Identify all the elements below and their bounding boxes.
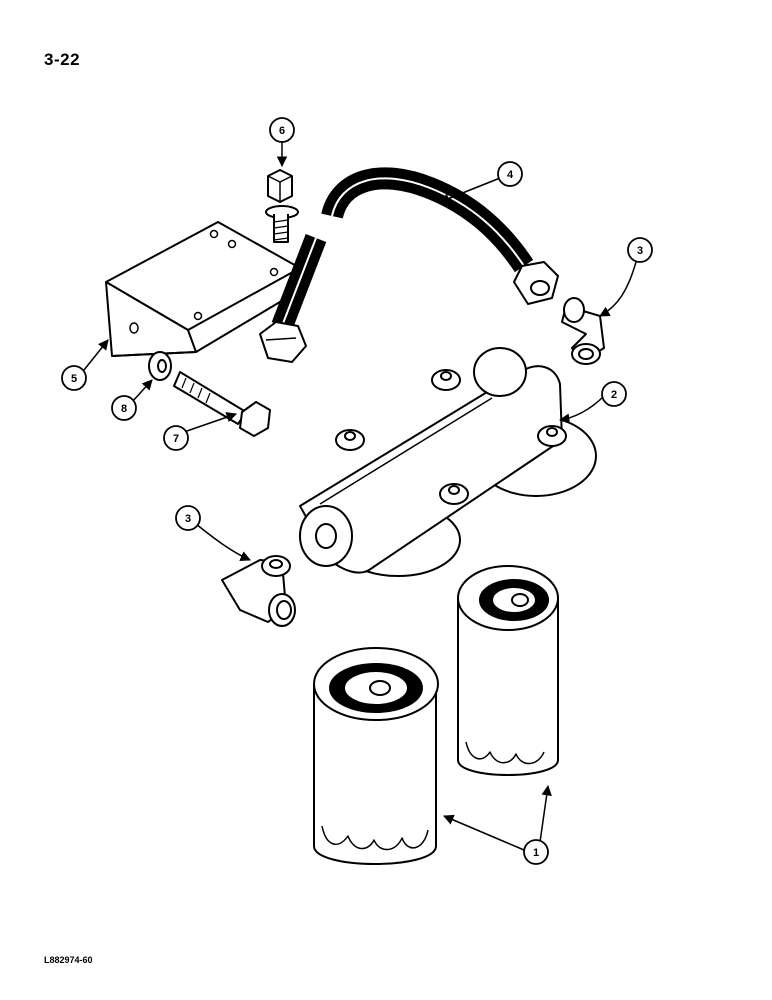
leader-lines xyxy=(83,142,637,851)
mounting-bracket xyxy=(105,221,301,357)
page-number: 3-22 xyxy=(44,50,81,69)
svg-text:6: 6 xyxy=(279,125,285,137)
callout-1: 1 xyxy=(523,839,549,865)
svg-text:4: 4 xyxy=(507,169,514,181)
callout-3-upper: 3 xyxy=(627,237,653,263)
filter-head xyxy=(299,347,597,577)
callout-4: 4 xyxy=(497,161,523,187)
hose-assembly xyxy=(259,167,559,363)
bolt-side xyxy=(173,371,271,437)
callout-3-lower: 3 xyxy=(175,505,201,531)
callout-6: 6 xyxy=(269,117,295,143)
figure-reference-code: L882974-60 xyxy=(44,955,93,965)
svg-text:8: 8 xyxy=(121,403,127,415)
svg-text:7: 7 xyxy=(173,433,179,445)
svg-text:2: 2 xyxy=(611,389,617,401)
svg-text:3: 3 xyxy=(637,245,643,257)
callout-5: 5 xyxy=(61,365,87,391)
callout-7: 7 xyxy=(163,425,189,451)
bolt-top xyxy=(265,169,299,243)
elbow-fitting-upper xyxy=(561,297,605,365)
oil-filter-left xyxy=(313,647,439,865)
svg-text:5: 5 xyxy=(71,373,77,385)
svg-text:3: 3 xyxy=(185,513,191,525)
callout-2: 2 xyxy=(601,381,627,407)
lock-washer xyxy=(148,351,172,381)
oil-filter-right xyxy=(457,565,559,776)
callout-8: 8 xyxy=(111,395,137,421)
elbow-fitting-lower xyxy=(221,555,296,627)
svg-text:1: 1 xyxy=(533,847,539,859)
